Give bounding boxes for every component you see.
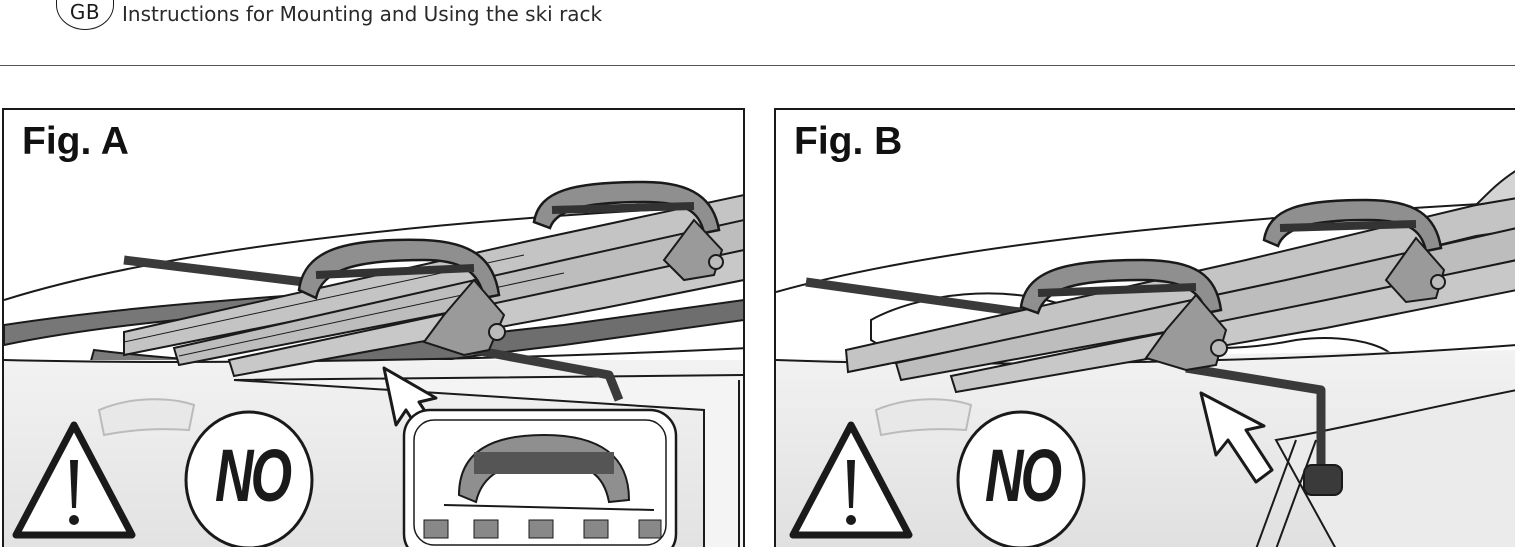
no-sign-icon bbox=[184, 410, 314, 547]
figure-a-label: Fig. A bbox=[22, 120, 129, 163]
figure-b: Fig. B bbox=[774, 108, 1515, 547]
language-badge: GB bbox=[56, 0, 114, 30]
inset-detail bbox=[402, 408, 678, 547]
warning-triangle-icon bbox=[12, 421, 136, 539]
page-title: Instructions for Mounting and Using the … bbox=[122, 2, 603, 26]
arrow-icon bbox=[1199, 391, 1274, 484]
no-sign-icon bbox=[956, 410, 1086, 547]
figure-b-label: Fig. B bbox=[794, 120, 903, 163]
language-code: GB bbox=[69, 0, 101, 24]
no-sign-label-a: NO bbox=[215, 434, 292, 517]
ski-carrier-rear bbox=[532, 180, 724, 282]
header-divider bbox=[0, 65, 1515, 66]
ski-carrier-front bbox=[297, 238, 506, 357]
figure-a-illustration bbox=[4, 180, 743, 547]
page-header: GB Instructions for Mounting and Using t… bbox=[0, 0, 1515, 66]
ski-carrier-front bbox=[1019, 258, 1228, 372]
warning-triangle-icon bbox=[789, 421, 913, 539]
figure-b-illustration bbox=[776, 170, 1515, 547]
no-sign-label-b: NO bbox=[985, 434, 1062, 517]
ski-carrier-rear bbox=[1262, 198, 1446, 304]
figure-a: Fig. A bbox=[2, 108, 745, 547]
